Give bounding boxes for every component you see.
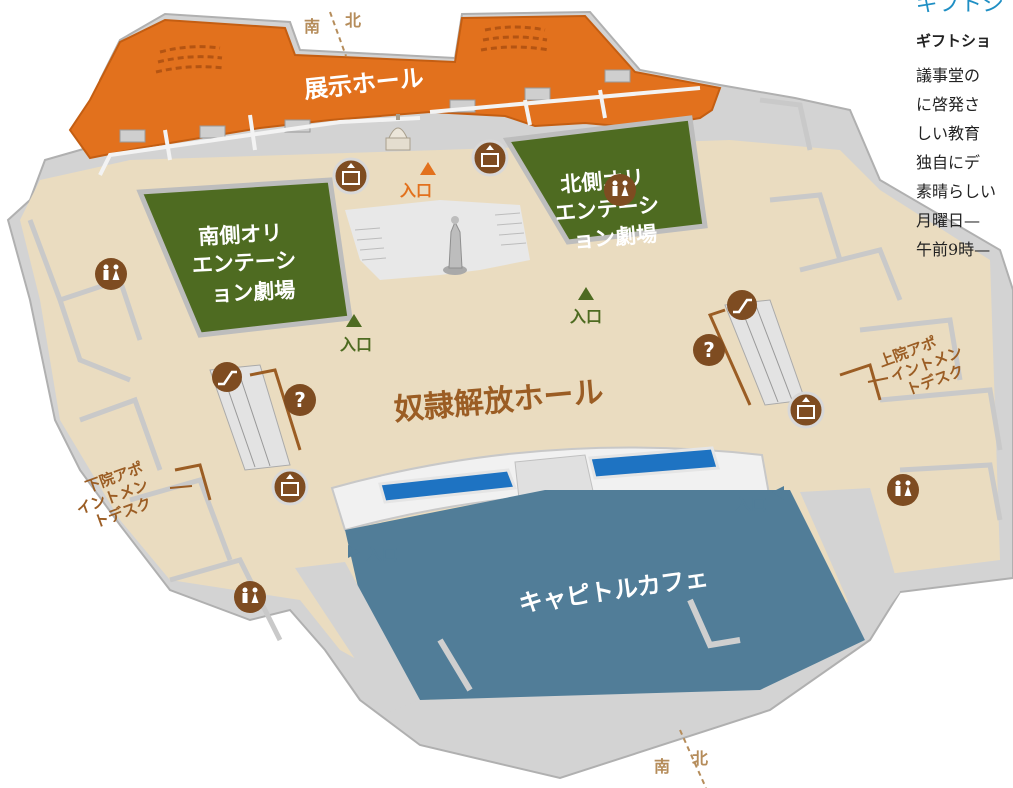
cafe-wall-left (295, 562, 420, 712)
exhibition-display-cases (119, 69, 631, 143)
north-orientation-theater (502, 115, 708, 245)
restroom-icon (95, 258, 127, 290)
elevator-icon (271, 468, 309, 506)
house-desk-leader (169, 485, 193, 489)
gift-shop-text-line: 議事堂の (916, 66, 981, 85)
restroom-icon (887, 474, 919, 506)
south-theater-label-1: 南側オリ (198, 221, 283, 249)
capitol-dome-icon (385, 114, 411, 151)
gift-shop-heading: ギフトシ (916, 0, 1005, 17)
compass-south-top: 南 (304, 17, 320, 36)
statue-icon (443, 216, 467, 275)
central-stairs (345, 200, 530, 280)
gift-shop-text-line: 月曜日— (916, 211, 981, 230)
gift-shop-text-line: 素晴らしい (916, 182, 997, 201)
compass-south-bottom: 南 (654, 757, 670, 776)
compass-line-top (329, 11, 347, 57)
entrance-label-south-theater: 入口 (340, 335, 372, 354)
skylight-pool-right (588, 446, 720, 480)
cafe-wall-right (800, 488, 900, 640)
escalator-icon (212, 362, 242, 392)
information-icon: ? (284, 384, 316, 416)
gift-shop-text-line: 午前9時— (916, 240, 991, 259)
escalator-north (707, 299, 806, 406)
svg-text:?: ? (294, 388, 306, 412)
south-orientation-theater (136, 177, 353, 338)
gift-shop-text-line: 独自にデ (916, 153, 981, 172)
gift-shop-text-line: しい教育 (916, 124, 981, 143)
entrance-label-north-theater: 入口 (570, 307, 602, 326)
elevator-icon (471, 139, 509, 177)
south-theater-label-2: エンテーシ (191, 248, 297, 277)
restroom-icon (234, 581, 266, 613)
house-desk-counter (174, 463, 212, 501)
restroom-icon (604, 174, 636, 206)
information-icon: ? (693, 334, 725, 366)
gift-shop-text-line: に啓発さ (916, 95, 981, 114)
escalator-icon (727, 290, 757, 320)
entrance-markers (346, 162, 784, 558)
senate-desk-leader (867, 377, 889, 383)
gift-shop-panel: ギフトシ ギフトショ 議事堂の に啓発さ しい教育 独自にデ 素晴らしい 月曜日… (916, 0, 1013, 400)
capitol-cafe (345, 490, 865, 700)
entrance-label-exhibition: 入口 (400, 181, 432, 200)
compass-north-bottom: 北 (692, 749, 708, 768)
svg-text:?: ? (703, 338, 715, 362)
exhibition-seating (155, 25, 550, 74)
elevator-icon (787, 391, 825, 429)
exhibition-inner-walls (98, 86, 701, 176)
elevator-icon (332, 157, 370, 195)
compass-north-top: 北 (345, 11, 361, 30)
gift-shop-subheading: ギフトショ (916, 32, 992, 50)
compass-line-bottom (679, 729, 707, 788)
entrance-label-cafe-right: 入口 (735, 495, 767, 514)
stair-steps (354, 212, 527, 261)
side-rooms (27, 97, 1003, 642)
skylight-pool-left (378, 468, 518, 504)
south-theater-label-3: ョン劇場 (211, 278, 296, 306)
cafe-inner-walls (437, 598, 741, 692)
senate-desk-counter (839, 363, 882, 401)
entrance-label-cafe-left: 入口 (366, 545, 398, 564)
